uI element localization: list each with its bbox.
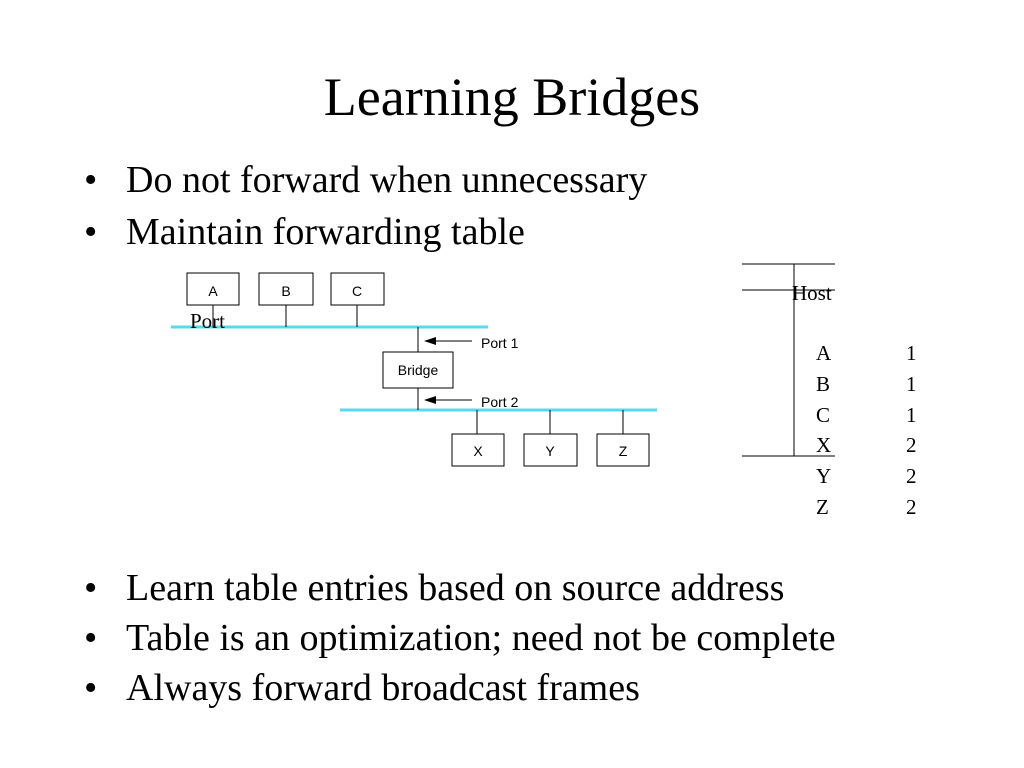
host-z-label: Z — [619, 443, 628, 459]
bullet-text: Maintain forwarding table — [126, 211, 525, 253]
host-y-box — [523, 433, 578, 467]
table-cell-host: Y — [816, 464, 831, 488]
port-2-arrow-icon — [424, 396, 436, 404]
table-cell-port: 1 — [906, 403, 917, 427]
bullet-text: Do not forward when unnecessary — [126, 159, 648, 201]
host-c-box — [330, 272, 385, 306]
table-cell-port: 2 — [906, 464, 917, 488]
bullet-text: Always forward broadcast frames — [126, 667, 640, 709]
table-cell-host: C — [816, 403, 830, 427]
table-cell-host: B — [816, 372, 830, 396]
host-a: A — [186, 272, 240, 327]
table-cell-port: 2 — [906, 495, 917, 519]
host-x-label: X — [473, 443, 483, 459]
port-1-arrow-icon — [424, 337, 436, 345]
host-y-label: Y — [545, 443, 555, 459]
host-y: Y — [523, 410, 578, 467]
host-c: C — [330, 272, 385, 327]
bridge: Bridge — [382, 327, 454, 410]
port-2-label: Port 2 — [481, 394, 519, 410]
table-cell-host: Z — [816, 495, 829, 519]
table-cell-port: 2 — [906, 433, 917, 457]
bullet-item: • Table is an optimization; need not be c… — [84, 618, 964, 658]
bullet-item: • Maintain forwarding table — [84, 210, 964, 254]
table-header-host: Host — [792, 281, 832, 305]
slide-title: Learning Bridges — [323, 67, 701, 127]
host-a-label: A — [208, 283, 218, 299]
bullet-dot-icon: • — [84, 159, 98, 201]
forwarding-table: Host Port A 1 B 1 C 1 X 2 Y 2 Z 2 — [190, 263, 917, 519]
host-x-box — [451, 433, 505, 467]
table-cell-host: X — [816, 433, 831, 457]
bullet-list-bottom: • Learn table entries based on source add… — [84, 566, 964, 718]
bridge-label: Bridge — [398, 362, 439, 378]
bullet-dot-icon: • — [84, 617, 98, 659]
bullet-text: Table is an optimization; need not be co… — [126, 617, 836, 659]
bullet-item: • Do not forward when unnecessary — [84, 158, 964, 202]
host-c-label: C — [352, 283, 362, 299]
table-header-port: Port — [190, 309, 225, 333]
host-b: B — [258, 272, 314, 327]
host-x: X — [451, 410, 505, 467]
table-cell-port: 1 — [906, 341, 917, 365]
host-a-box — [186, 272, 240, 306]
host-z-box — [596, 433, 650, 467]
bullet-item: • Learn table entries based on source add… — [84, 566, 964, 610]
table-cell-host: A — [816, 341, 832, 365]
bullet-dot-icon: • — [84, 211, 98, 253]
bullet-text: Learn table entries based on source addr… — [126, 567, 785, 609]
bullet-list-top: • Do not forward when unnecessary • Mainta… — [84, 158, 964, 262]
table-cell-port: 1 — [906, 372, 917, 396]
host-z: Z — [596, 410, 650, 467]
bullet-dot-icon: • — [84, 567, 98, 609]
bullet-item: • Always forward broadcast frames — [84, 666, 964, 710]
port-1-label: Port 1 — [481, 335, 519, 351]
host-b-label: B — [281, 283, 290, 299]
port-2-pointer: Port 2 — [424, 394, 519, 410]
port-1-pointer: Port 1 — [424, 335, 519, 351]
bullet-dot-icon: • — [84, 667, 98, 709]
